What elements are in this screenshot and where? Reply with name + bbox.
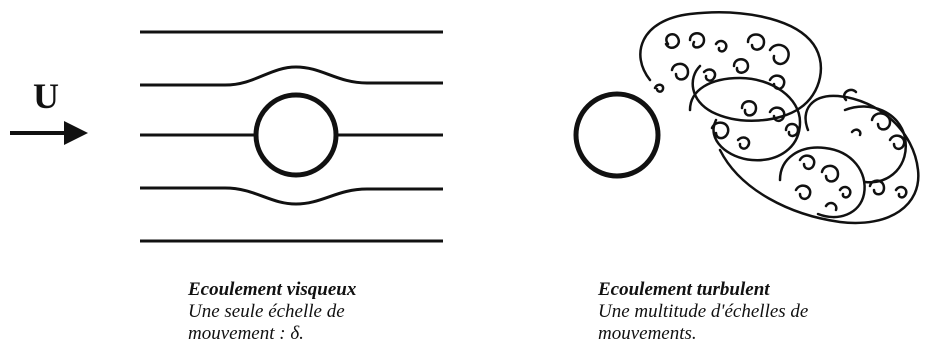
curl-17 [872, 113, 890, 129]
curl-23 [840, 187, 850, 197]
curl-3 [716, 41, 726, 51]
curl-21 [822, 166, 838, 182]
curl-25 [896, 187, 906, 197]
caption-turbulent: Ecoulement turbulent Une multitude d'éch… [598, 279, 808, 345]
turbulent-wake [640, 12, 918, 223]
caption-turbulent-title: Ecoulement turbulent [598, 279, 808, 301]
eddy-right-inner [845, 106, 906, 182]
curl-15 [786, 124, 798, 136]
curl-8 [734, 59, 748, 72]
caption-viscous: Ecoulement visqueux Une seule échelle de… [188, 279, 356, 345]
curl-1 [666, 34, 679, 48]
curl-6 [672, 64, 688, 80]
curl-13 [738, 138, 749, 149]
cylinder-turbulent [576, 94, 658, 176]
flow-arrow [10, 121, 88, 145]
curl-4 [748, 35, 764, 50]
curl-22 [796, 186, 810, 199]
eddy-lower-middle [780, 148, 865, 217]
caption-viscous-title: Ecoulement visqueux [188, 279, 356, 301]
curl-19 [852, 130, 860, 135]
streamline-upper [140, 67, 443, 85]
curl-20 [800, 156, 814, 169]
curl-26 [826, 203, 836, 210]
curl-2 [690, 33, 704, 47]
curl-10 [655, 85, 663, 92]
caption-viscous-line1: Une seule échelle de [188, 301, 356, 323]
caption-turbulent-line1: Une multitude d'échelles de [598, 301, 808, 323]
streamline-lower [140, 188, 443, 204]
curl-12 [742, 101, 756, 115]
curl-5 [770, 45, 789, 64]
cylinder-viscous [256, 95, 336, 175]
curl-7 [704, 70, 715, 81]
caption-turbulent-line2: mouvements. [598, 323, 808, 345]
caption-viscous-line2: mouvement : δ. [188, 323, 356, 345]
curl-18 [890, 136, 904, 149]
